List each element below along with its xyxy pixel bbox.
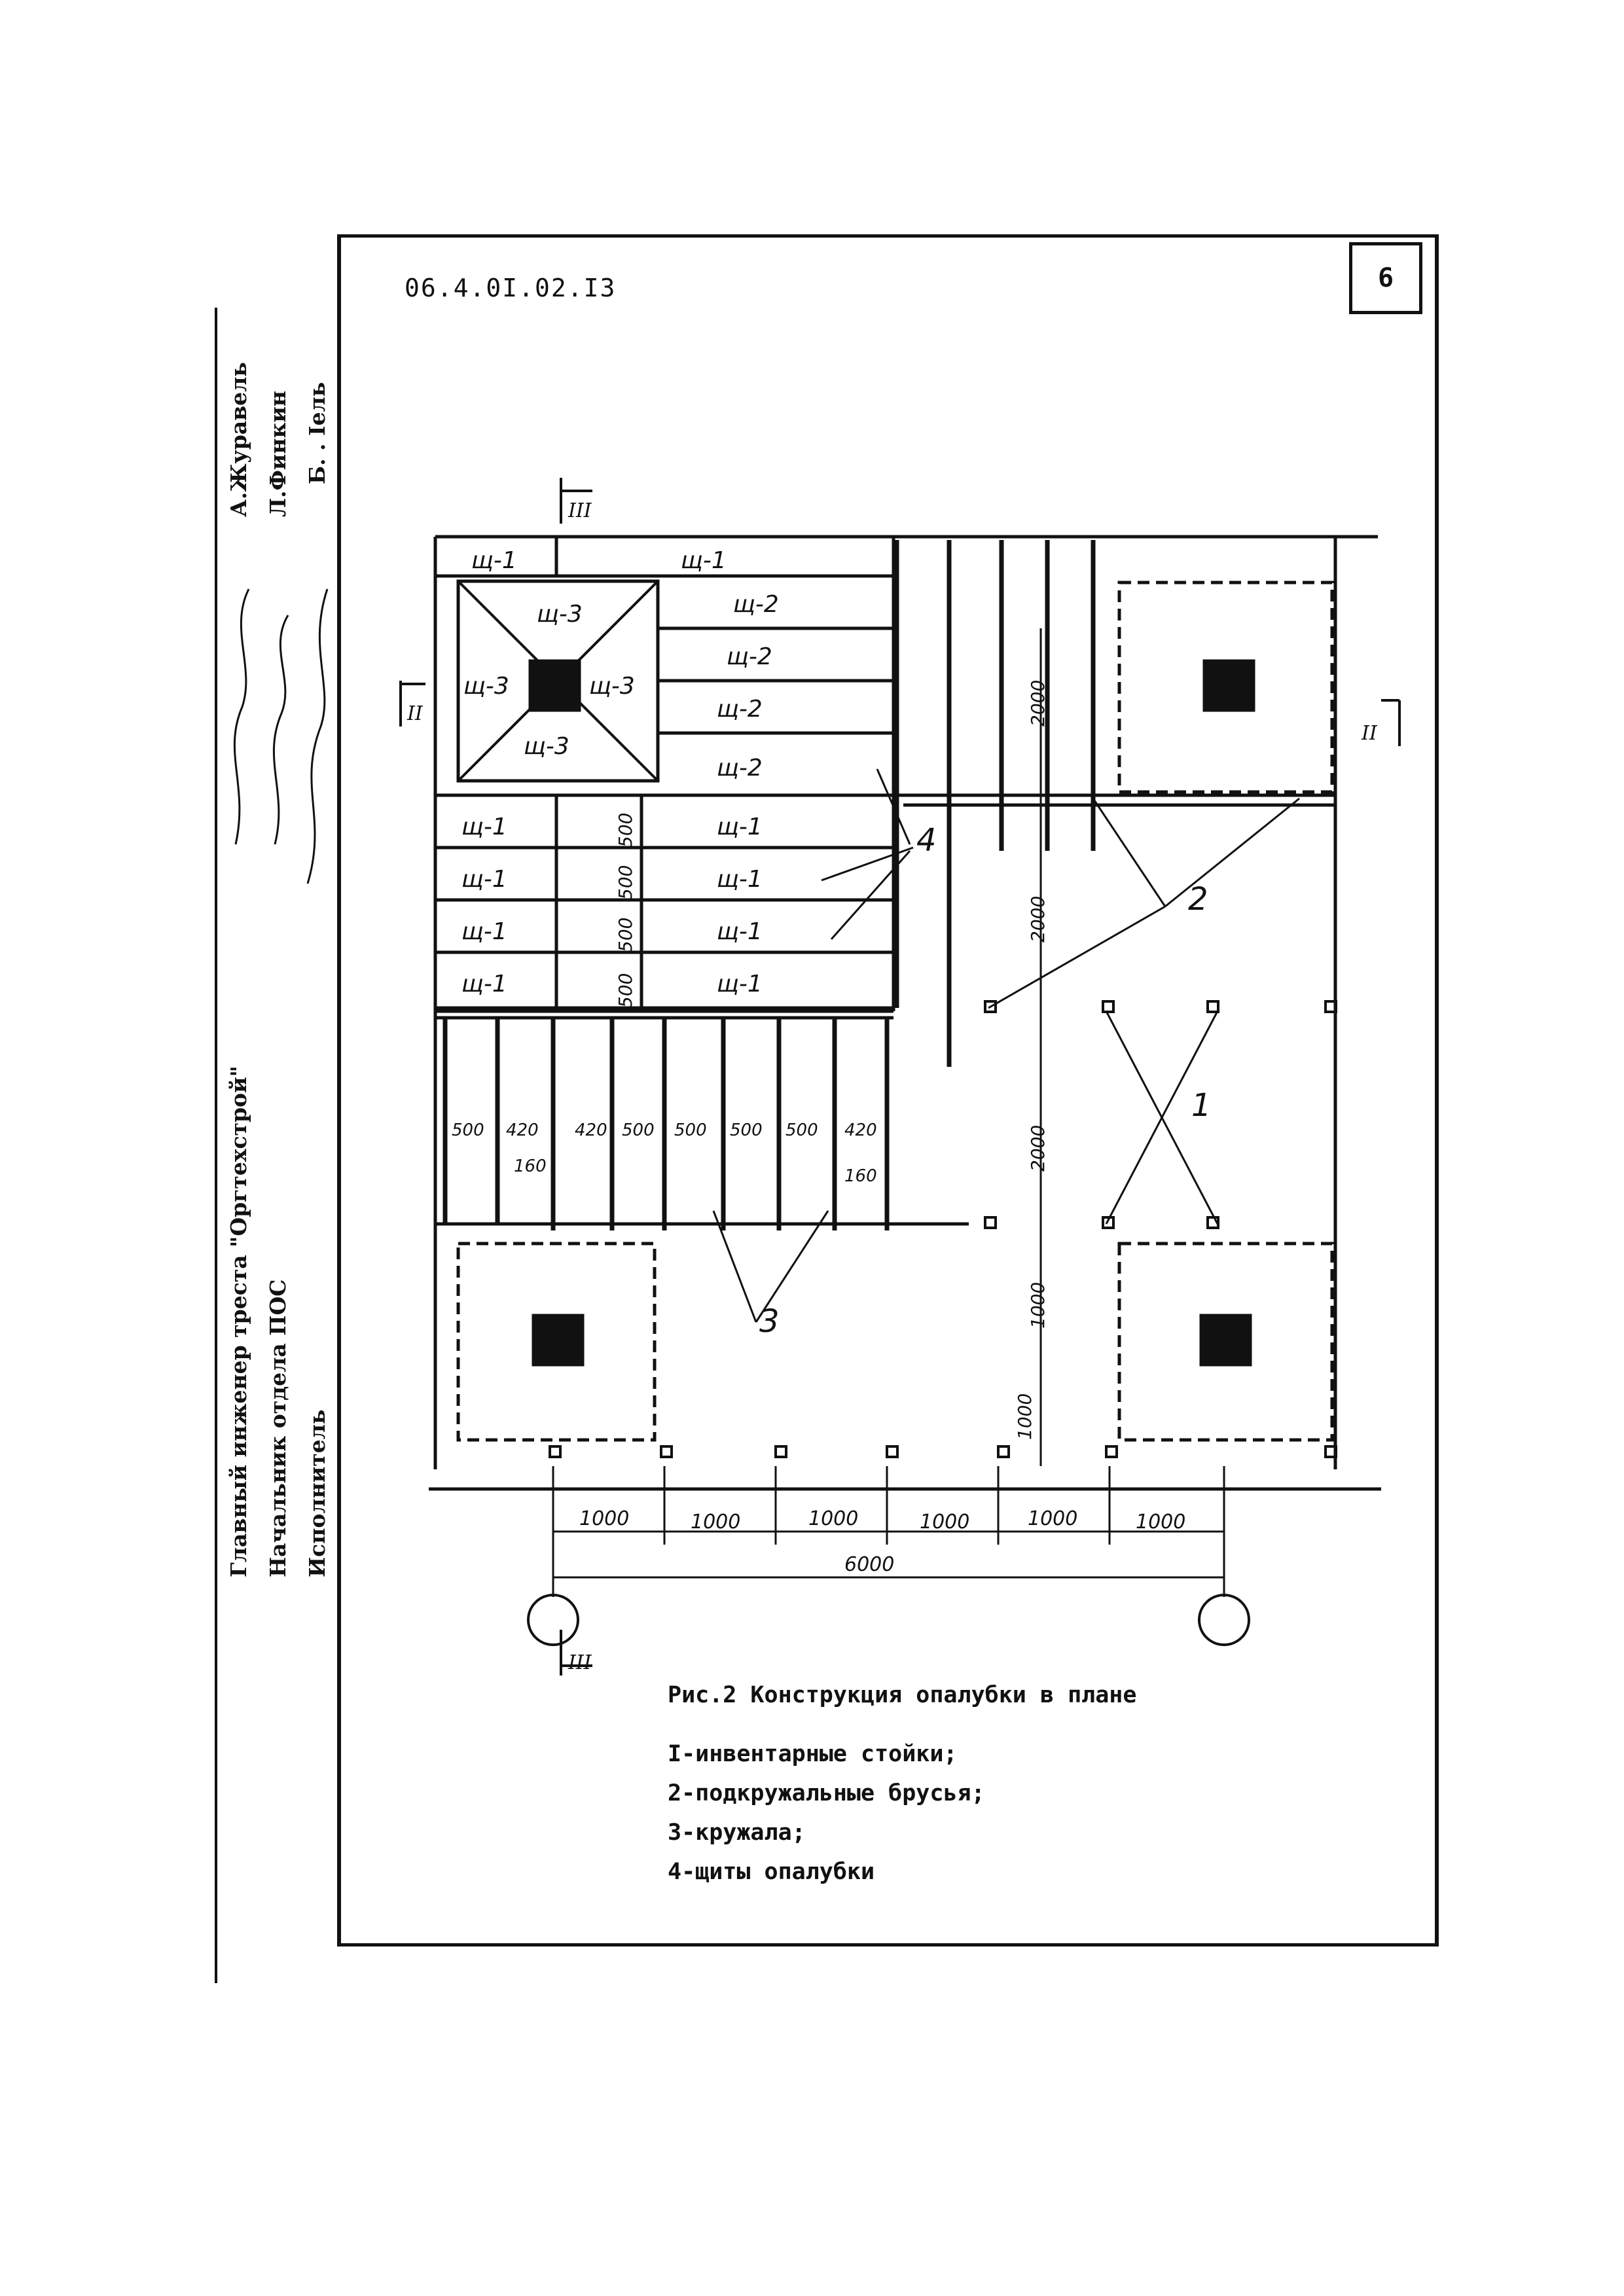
column-section-tr [1202,659,1255,712]
section-mark-iii-bottom: III [568,1651,592,1674]
bottom-dim-total: 6000 [844,1553,894,1576]
legend-item-3: 3-кружала; [668,1820,806,1846]
bottom-dim-3: 1000 [808,1507,858,1530]
signature-2 [272,615,289,845]
label-sh1-r3b: щ-1 [717,918,763,945]
column-section-br [1199,1314,1252,1367]
dim-2000-low: 2000 [1027,1125,1049,1172]
bottom-dim-1: 1000 [579,1507,629,1530]
label-sh1-r2a: щ-1 [461,866,507,893]
crib-dim-8: 420 [844,1121,877,1140]
crib-dim-160-a: 160 [514,1157,547,1176]
column-panel-dashed-tr [1117,581,1334,794]
bottom-dim-2: 1000 [691,1511,740,1534]
crib-dim-3: 420 [575,1121,607,1140]
dim-2000-top: 2000 [1027,680,1049,726]
label-sh1-r4a: щ-1 [461,971,507,997]
page-number: 6 [1349,242,1422,314]
crib-dim-160-b: 160 [844,1166,877,1186]
page-number-text: 6 [1377,263,1394,293]
dim-500-3: 500 [615,918,636,952]
section-mark-ii-right: II [1361,722,1378,745]
axis-circle-right [1198,1594,1250,1646]
label-sh2-3: щ-2 [717,696,763,723]
legend-item-1: I-инвентарные стойки; [668,1741,958,1767]
dim-1000-b: 1000 [1014,1393,1036,1440]
section-mark-ii-left: II [406,702,424,725]
column-panel-dashed-bl [456,1242,657,1442]
crib-dim-1: 500 [452,1121,484,1140]
crib-dim-5: 500 [674,1121,707,1140]
crib-dim-4: 500 [622,1121,655,1140]
section-mark-iii-top: III [568,499,592,522]
label-sh1-r2b: щ-1 [717,866,763,893]
crib-dim-7: 500 [785,1121,818,1140]
legend-item-2: 2-подкружальные брусья; [668,1780,985,1806]
dim-2000-mid: 2000 [1027,896,1049,942]
label-sh3-left: щ-3 [463,673,509,700]
column-section-bl [532,1314,585,1367]
signature-3 [306,588,329,884]
document-code: 06.4.0I.02.I3 [405,274,617,302]
label-sh1-top-b: щ-1 [681,547,727,574]
bottom-dim-5: 1000 [1028,1507,1077,1530]
drawing-frame [337,234,1439,1946]
callout-1: 1 [1191,1087,1212,1124]
bottom-dim-4: 1000 [920,1511,969,1534]
label-sh3-bottom: щ-3 [524,733,569,760]
bottom-dim-6: 1000 [1136,1511,1185,1534]
crib-dim-6: 500 [730,1121,763,1140]
legend-item-4: 4-щиты опалубки [668,1859,875,1885]
column-panel-dashed-br [1117,1242,1334,1442]
signature-1 [233,588,250,845]
figure-caption: Рис.2 Конструкция опалубки в плане [668,1682,1137,1708]
label-sh1-r1b: щ-1 [717,814,763,840]
label-sh2-4: щ-2 [717,755,763,781]
callout-2: 2 [1188,881,1208,918]
axis-circle-left [527,1594,579,1646]
label-sh3-top: щ-3 [537,601,583,628]
label-sh3-right: щ-3 [589,673,635,700]
label-sh1-r3a: щ-1 [461,918,507,945]
label-sh2-1: щ-2 [733,591,779,618]
dim-1000-a: 1000 [1027,1282,1049,1329]
label-sh1-r4b: щ-1 [717,971,763,997]
callout-4: 4 [916,822,937,859]
label-sh1-top-a: щ-1 [471,547,517,574]
crib-dim-2: 420 [506,1121,539,1140]
dim-500-2: 500 [615,865,636,900]
dim-500-1: 500 [615,813,636,848]
dim-500-4: 500 [615,973,636,1008]
label-sh1-r1a: щ-1 [461,814,507,840]
callout-3: 3 [759,1303,780,1340]
column-section [528,659,581,712]
label-sh2-2: щ-2 [727,643,772,670]
